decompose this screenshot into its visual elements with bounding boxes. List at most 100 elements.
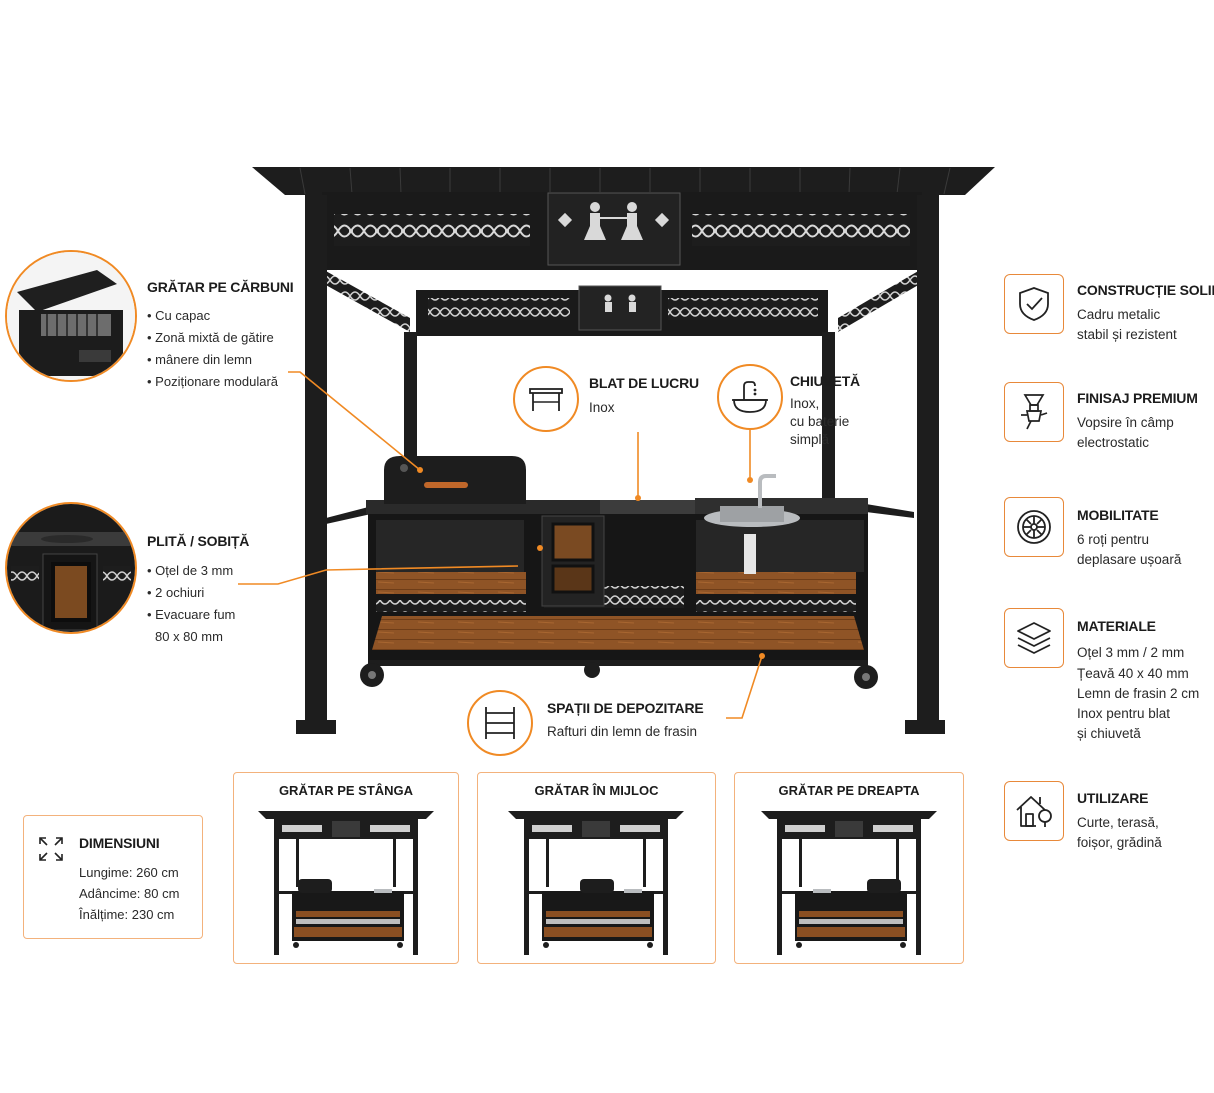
thumbnail-part <box>799 919 903 924</box>
thumbnail-part <box>873 825 913 832</box>
storage-text: Rafturi din lemn de frasin <box>547 724 698 739</box>
thumbnail-part <box>643 839 646 887</box>
variant-card-right[interactable]: GRĂTAR PE DREAPTA <box>734 772 964 964</box>
thumbnail-part <box>582 821 610 837</box>
thumbnail-part <box>296 919 400 924</box>
thumbnail-part <box>397 942 403 948</box>
feature-text: Inox pentru blat <box>1077 706 1171 721</box>
list-item: Poziționare modulară <box>147 371 278 393</box>
feature-title: UTILIZARE <box>1077 790 1149 806</box>
grill-features: Cu capac Zonă mixtă de gătire mânere din… <box>147 305 278 393</box>
list-item: 80 x 80 mm <box>155 629 223 644</box>
feature-title: CONSTRUCȚIE SOLIDĂ <box>1077 282 1214 298</box>
feature-title: MATERIALE <box>1077 618 1156 634</box>
list-item: mânere din lemn <box>147 349 278 371</box>
feature-text: Oțel 3 mm / 2 mm <box>1077 645 1185 660</box>
feature-text: Cadru metalic <box>1077 307 1161 322</box>
variant-card-left[interactable]: GRĂTAR PE STÂNGA <box>233 772 459 964</box>
thumbnail-part <box>546 839 549 887</box>
thumbnail-part <box>508 811 684 819</box>
list-item: 2 ochiuri <box>147 582 235 604</box>
dimensions-title: DIMENSIUNI <box>79 835 160 851</box>
feature-text: și chiuvetă <box>1077 726 1141 741</box>
thumbnail-part <box>296 911 400 917</box>
feature-text: foișor, grădină <box>1077 835 1162 850</box>
sink-text: Inox, cu baterie simplă <box>790 396 850 447</box>
thumbnail-part <box>796 942 802 948</box>
sink-title: CHIUVETĂ <box>790 373 860 389</box>
feature-text: Țeavă 40 x 40 mm <box>1077 666 1189 681</box>
variant-thumbnail <box>508 811 684 955</box>
worktop-title: BLAT DE LUCRU <box>589 375 699 391</box>
thumbnail-part <box>293 942 299 948</box>
dimensions-card: DIMENSIUNI Lungime: 260 cm Adâncime: 80 … <box>23 815 203 939</box>
dimension-length: Lungime: 260 cm <box>79 865 179 880</box>
feature-text: Curte, terasă, <box>1077 815 1159 830</box>
wheels <box>360 660 878 689</box>
thumbnail-part <box>258 811 434 819</box>
list-item: Evacuare fum <box>147 604 235 626</box>
variant-card-middle[interactable]: GRĂTAR ÎN MIJLOC <box>477 772 716 964</box>
charcoal-grill <box>384 456 526 504</box>
thumbnail-part <box>916 839 921 955</box>
variant-title: GRĂTAR PE DREAPTA <box>778 783 920 798</box>
sink-icon <box>717 364 783 430</box>
thumbnail-part <box>282 825 322 832</box>
thumbnail-sink <box>374 889 392 893</box>
table-icon <box>513 366 579 432</box>
roof-panel <box>252 167 995 195</box>
thumbnail-sink <box>813 889 831 893</box>
thumbnail-part <box>543 942 549 948</box>
stove-detail-photo <box>5 502 137 634</box>
dimension-depth: Adâncime: 80 cm <box>79 886 180 901</box>
thumbnail-grill <box>867 879 901 893</box>
thumbnail-part <box>761 811 937 819</box>
folk-dancers-motif <box>557 202 670 240</box>
thumbnail-part <box>797 927 905 937</box>
feature-text: 6 roți pentru <box>1077 532 1150 547</box>
storage-title: SPAȚII DE DEPOZITARE <box>547 700 704 716</box>
spray-gun-icon <box>1004 382 1064 442</box>
thumbnail-part <box>785 825 825 832</box>
thumbnail-part <box>370 825 410 832</box>
dimension-height: Înălțime: 230 cm <box>79 907 175 922</box>
layers-icon <box>1004 608 1064 668</box>
variant-title: GRĂTAR PE STÂNGA <box>278 783 414 798</box>
variant-thumbnail <box>761 811 937 955</box>
thumbnail-part <box>663 839 668 955</box>
feature-title: MOBILITATE <box>1077 507 1159 523</box>
feature-text: Vopsire în câmp <box>1077 415 1174 430</box>
thumbnail-part <box>296 839 299 887</box>
thumbnail-part <box>799 839 802 887</box>
thumbnail-part <box>835 821 863 837</box>
wheel-icon <box>1004 497 1064 557</box>
variant-thumbnail <box>258 811 434 955</box>
thumbnail-part <box>546 911 650 917</box>
thumbnail-part <box>332 821 360 837</box>
shelf-icon <box>467 690 533 756</box>
thumbnail-part <box>546 919 650 924</box>
stove-title: PLITĂ / SOBIȚĂ <box>147 533 250 549</box>
thumbnail-part <box>900 942 906 948</box>
thumbnail-part <box>896 839 899 887</box>
list-item: Cu capac <box>147 305 278 327</box>
grill-detail-photo <box>5 250 137 382</box>
thumbnail-part <box>532 825 572 832</box>
thumbnail-part <box>544 927 652 937</box>
thumbnail-part <box>524 839 529 955</box>
worktop-text: Inox <box>589 400 615 415</box>
thumbnail-part <box>393 839 396 887</box>
shield-check-icon <box>1004 274 1064 334</box>
feature-text: deplasare ușoară <box>1077 552 1182 567</box>
feature-text: electrostatic <box>1077 435 1150 450</box>
stove-features: Oțel de 3 mm 2 ochiuri Evacuare fum 80 x… <box>147 560 235 648</box>
house-tree-icon <box>1004 781 1064 841</box>
thumbnail-part <box>647 942 653 948</box>
expand-icon <box>38 836 64 862</box>
thumbnail-grill <box>298 879 332 893</box>
thumbnail-part <box>620 825 660 832</box>
feature-text: Lemn de frasin 2 cm <box>1077 686 1200 701</box>
thumbnail-sink <box>624 889 642 893</box>
thumbnail-part <box>413 839 418 955</box>
feature-text: stabil și rezistent <box>1077 327 1177 342</box>
